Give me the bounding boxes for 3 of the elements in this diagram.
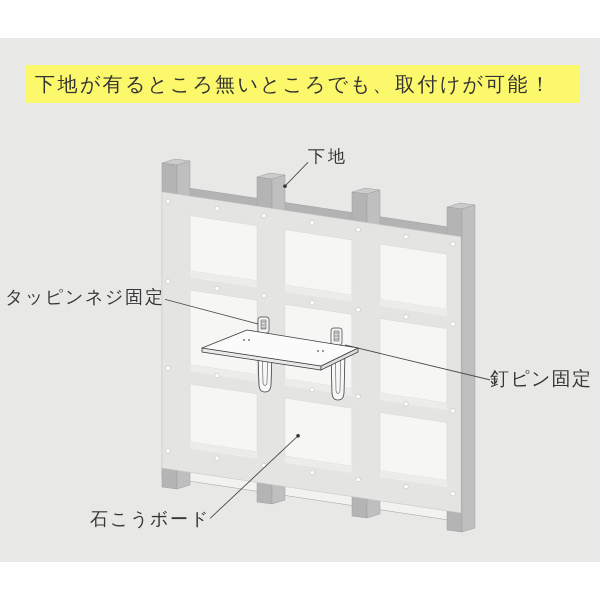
callout-label: タッピンネジ固定 [5, 287, 165, 310]
heading-banner: 下地が有るところ無いところでも、取付けが可能！ [25, 65, 580, 103]
callout-label: 釘ピン固定 [490, 368, 592, 392]
